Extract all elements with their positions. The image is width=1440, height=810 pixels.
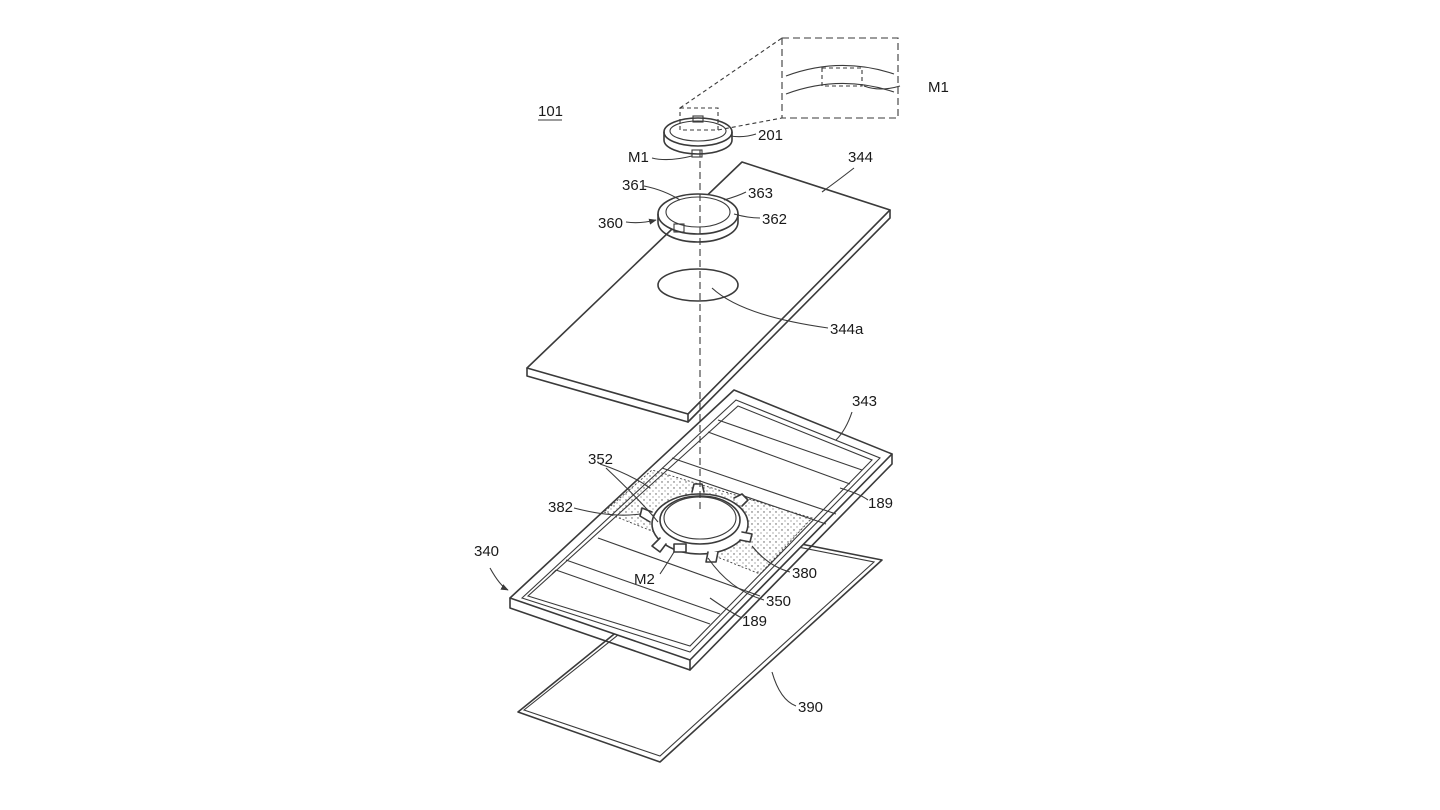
label-352: 352 [588,451,613,468]
label-362: 362 [762,211,787,228]
label-m2: M2 [634,571,655,588]
plate-344 [526,161,891,423]
leader-lines [489,85,901,707]
label-m1-detail: M1 [928,79,949,96]
label-189-bottom: 189 [742,613,767,630]
label-380: 380 [792,565,817,582]
ring-360 [657,193,739,243]
label-340: 340 [474,543,499,560]
ring-201 [663,107,733,158]
label-350: 350 [766,593,791,610]
detail-box [679,37,899,131]
label-343: 343 [852,393,877,410]
label-363: 363 [748,185,773,202]
label-382: 382 [548,499,573,516]
label-390: 390 [798,699,823,716]
label-344a: 344a [830,321,864,338]
label-344: 344 [848,149,873,166]
label-201: 201 [758,127,783,144]
label-m1-ring: M1 [628,149,649,166]
label-360: 360 [598,215,623,232]
label-101: 101 [538,103,563,120]
label-361: 361 [622,177,647,194]
label-189-top: 189 [868,495,893,512]
